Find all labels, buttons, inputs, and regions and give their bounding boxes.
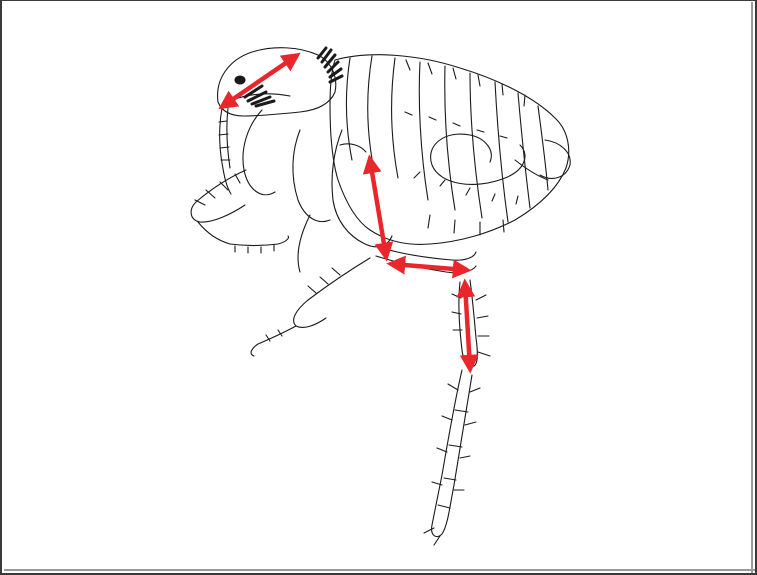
tibia-length-arrow xyxy=(392,264,466,270)
midleg-coxa xyxy=(293,130,330,222)
femur-length-arrow xyxy=(370,160,386,256)
head-length-arrow xyxy=(223,56,296,106)
eye-icon xyxy=(235,76,245,84)
hindleg-tarsus xyxy=(432,370,472,537)
body-outline xyxy=(330,55,569,245)
hindleg-tibia-bristles xyxy=(452,294,490,356)
flea-body xyxy=(191,48,570,545)
genitalia-coil xyxy=(431,134,525,184)
tarsus-segment-arrow xyxy=(465,284,470,368)
foreleg-bristles xyxy=(195,174,274,253)
thorax-segment xyxy=(346,58,352,160)
foreleg-femur xyxy=(191,170,246,222)
foreleg-tarsus xyxy=(230,236,289,246)
midleg-femur xyxy=(298,215,310,272)
midleg-tarsus xyxy=(251,326,296,356)
abdomen-segment xyxy=(419,62,428,200)
foreleg-tibia xyxy=(198,222,230,244)
foreleg-coxa xyxy=(243,110,275,195)
